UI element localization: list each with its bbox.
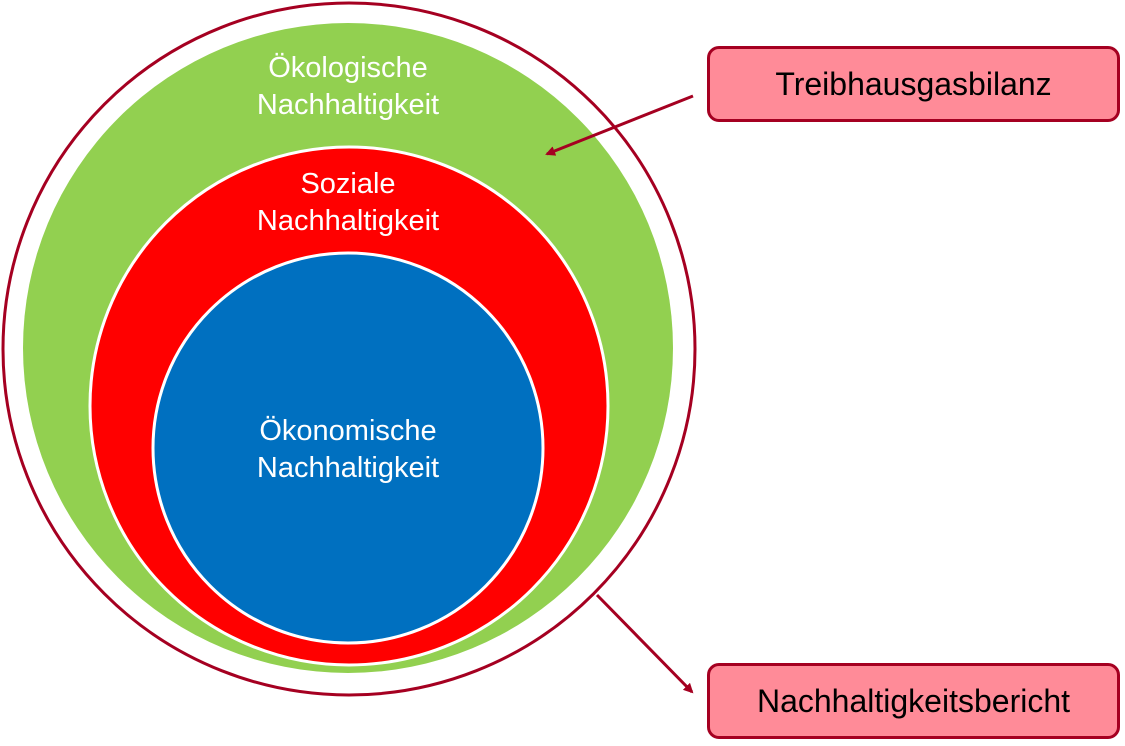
social-label-line2: Nachhaltigkeit xyxy=(256,205,440,237)
ghg-balance-box: Treibhausgasbilanz xyxy=(707,46,1120,122)
arrow-report xyxy=(595,593,694,694)
social-label-line1: Soziale xyxy=(300,168,396,200)
economic-label: Ökonomische Nachhaltigkeit xyxy=(168,413,528,487)
economic-label-line2: Nachhaltigkeit xyxy=(256,452,440,484)
social-label: Soziale Nachhaltigkeit xyxy=(168,166,528,240)
sustainability-report-box: Nachhaltigkeitsbericht xyxy=(707,663,1120,739)
economic-label-line1: Ökonomische xyxy=(259,415,437,447)
ecological-label-line1: Ökologische xyxy=(268,52,428,84)
ecological-label-line2: Nachhaltigkeit xyxy=(256,89,440,121)
economic-circle xyxy=(151,251,545,645)
ecological-label: Ökologische Nachhaltigkeit xyxy=(168,50,528,124)
arrow-ghg xyxy=(545,94,694,156)
